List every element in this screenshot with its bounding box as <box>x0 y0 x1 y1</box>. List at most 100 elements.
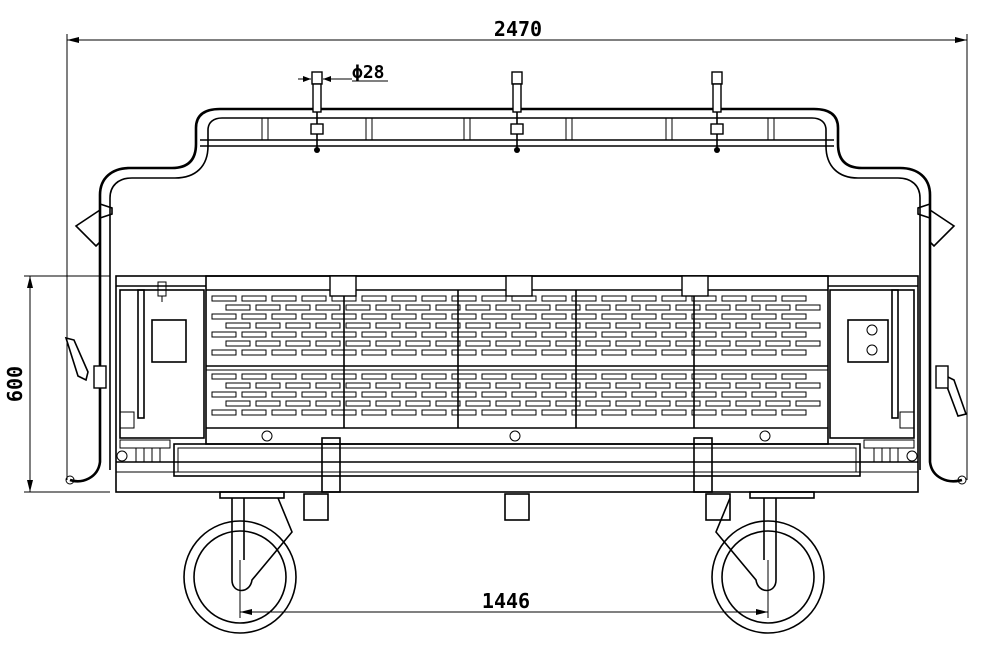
grille-slot <box>301 349 327 356</box>
grille-slot <box>451 313 477 320</box>
grille-slot <box>285 304 311 311</box>
grille-slot <box>315 400 341 407</box>
grille-slot <box>511 313 537 320</box>
grille-slot <box>735 400 761 407</box>
grille-slot <box>391 349 417 356</box>
grille-slot <box>255 400 281 407</box>
grille-panel <box>205 275 829 445</box>
grille-slot <box>631 373 657 380</box>
grille-slot <box>795 304 821 311</box>
grille-slot <box>361 349 387 356</box>
grille-slot <box>435 322 461 329</box>
grille-slot <box>511 409 537 416</box>
grille-slot <box>481 313 507 320</box>
grille-slot <box>795 400 821 407</box>
side-handle-right <box>917 203 968 417</box>
grille-slot <box>285 400 311 407</box>
grille-slot <box>615 382 641 389</box>
grille-slot <box>661 349 687 356</box>
grille-slot <box>391 295 417 302</box>
grille-slot <box>601 313 627 320</box>
grille-slot <box>495 322 521 329</box>
grille-slot <box>525 400 551 407</box>
grille-slot <box>361 391 387 398</box>
grille-slot <box>391 331 417 338</box>
grille-slot <box>555 340 581 347</box>
grille-slot <box>631 409 657 416</box>
grille-slot <box>405 304 431 311</box>
grille-slot <box>301 295 327 302</box>
grille-slot <box>631 313 657 320</box>
grille-slot <box>645 304 671 311</box>
grille-slot <box>435 400 461 407</box>
grille-slot <box>571 373 597 380</box>
grille-slot <box>781 349 807 356</box>
grille-slot <box>571 391 597 398</box>
grille-slot <box>511 349 537 356</box>
grille-slot <box>301 313 327 320</box>
grille-slot <box>795 322 821 329</box>
grille-slot <box>345 340 371 347</box>
grille-slot <box>645 322 671 329</box>
grille-slot <box>301 373 327 380</box>
grille-slot <box>331 373 357 380</box>
grille-slot <box>735 322 761 329</box>
grille-slot <box>495 340 521 347</box>
grille-slot <box>345 304 371 311</box>
grille-slot <box>781 391 807 398</box>
wheel-spacing-dimension: 1446 <box>239 560 769 618</box>
grille-slot <box>301 391 327 398</box>
grille-slot <box>781 331 807 338</box>
grille-slot <box>691 373 717 380</box>
grille-slot <box>525 340 551 347</box>
wheel-spacing-label: 1446 <box>482 589 530 613</box>
grille-slot <box>495 304 521 311</box>
grille-slot <box>541 313 567 320</box>
wheel-left <box>183 497 297 634</box>
grille-slot <box>721 391 747 398</box>
grille-slot <box>585 304 611 311</box>
grille-slot <box>451 373 477 380</box>
grille-slot <box>241 373 267 380</box>
grille-slot <box>555 304 581 311</box>
grille-slot <box>601 295 627 302</box>
grille-slot <box>391 409 417 416</box>
grille-slot <box>691 295 717 302</box>
grille-slot <box>511 331 537 338</box>
grille-slot <box>781 373 807 380</box>
grille-slot <box>765 382 791 389</box>
grille-slot <box>345 400 371 407</box>
grille-slot <box>241 295 267 302</box>
grille-slot <box>315 304 341 311</box>
grille-slot <box>541 409 567 416</box>
grille-slot <box>405 340 431 347</box>
grille-slot <box>691 331 717 338</box>
grille-slot <box>751 373 777 380</box>
grille-slot <box>705 340 731 347</box>
grille-slot <box>661 295 687 302</box>
side-handle-left <box>64 203 113 389</box>
grille-slot <box>751 295 777 302</box>
grille-slot <box>315 340 341 347</box>
post-center <box>510 71 524 153</box>
grille-slot <box>751 391 777 398</box>
grille-slot <box>765 340 791 347</box>
grille-slot <box>661 391 687 398</box>
grille-slot <box>481 409 507 416</box>
grille-slot <box>361 331 387 338</box>
grille-slot <box>421 409 447 416</box>
grille-slot <box>361 313 387 320</box>
grille-slot <box>405 400 431 407</box>
grille-slot <box>421 313 447 320</box>
grille-slot <box>585 322 611 329</box>
grille-slot <box>285 322 311 329</box>
grille-slot <box>421 391 447 398</box>
grille-slot <box>781 295 807 302</box>
grille-slot <box>225 382 251 389</box>
grille-slot <box>211 373 237 380</box>
grille-slot <box>211 409 237 416</box>
grille-slot <box>211 331 237 338</box>
grille-slot <box>241 349 267 356</box>
grille-slot <box>541 349 567 356</box>
